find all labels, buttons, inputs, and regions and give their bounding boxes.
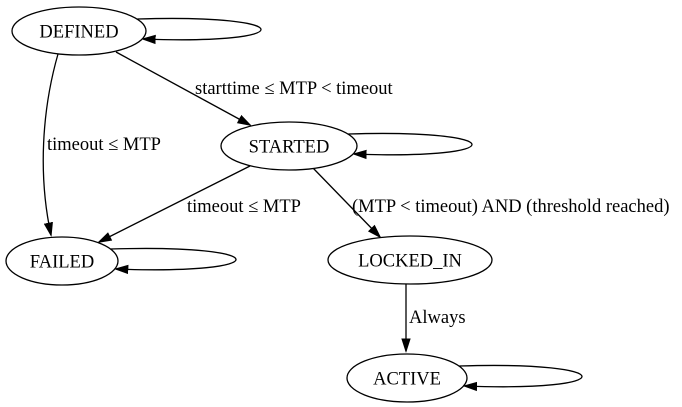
self-loop-active — [459, 364, 583, 386]
edge-label-started-locked_in: (MTP < timeout) AND (threshold reached) — [352, 197, 670, 217]
edge-defined-started — [115, 51, 250, 125]
node-ellipse-failed — [5, 236, 119, 286]
edge-label-started-failed: timeout ≤ MTP — [187, 197, 301, 217]
edge-label-defined-started: starttime ≤ MTP < timeout — [195, 79, 394, 99]
edge-label-defined-failed: timeout ≤ MTP — [47, 135, 161, 155]
node-label-active: ACTIVE — [373, 370, 441, 390]
self-loop-failed — [110, 247, 237, 269]
node-label-started: STARTED — [249, 138, 330, 158]
node-label-defined: DEFINED — [39, 23, 118, 43]
node-label-failed: FAILED — [30, 253, 94, 273]
edge-started-failed — [99, 165, 251, 242]
edge-label-locked_in-active: Always — [409, 308, 466, 328]
diagram-root: starttime ≤ MTP < timeout timeout ≤ MTP ti… — [5, 6, 670, 403]
node-ellipse-locked_in — [327, 235, 493, 285]
edge-defined-failed — [42, 53, 59, 235]
node-ellipse-active — [346, 353, 468, 403]
self-loop-defined — [137, 17, 262, 39]
node-label-locked_in: LOCKED_IN — [358, 252, 462, 272]
self-loop-started — [348, 132, 473, 154]
node-ellipse-defined — [11, 6, 147, 56]
edge-started-locked_in — [312, 167, 380, 237]
node-ellipse-started — [220, 121, 358, 171]
